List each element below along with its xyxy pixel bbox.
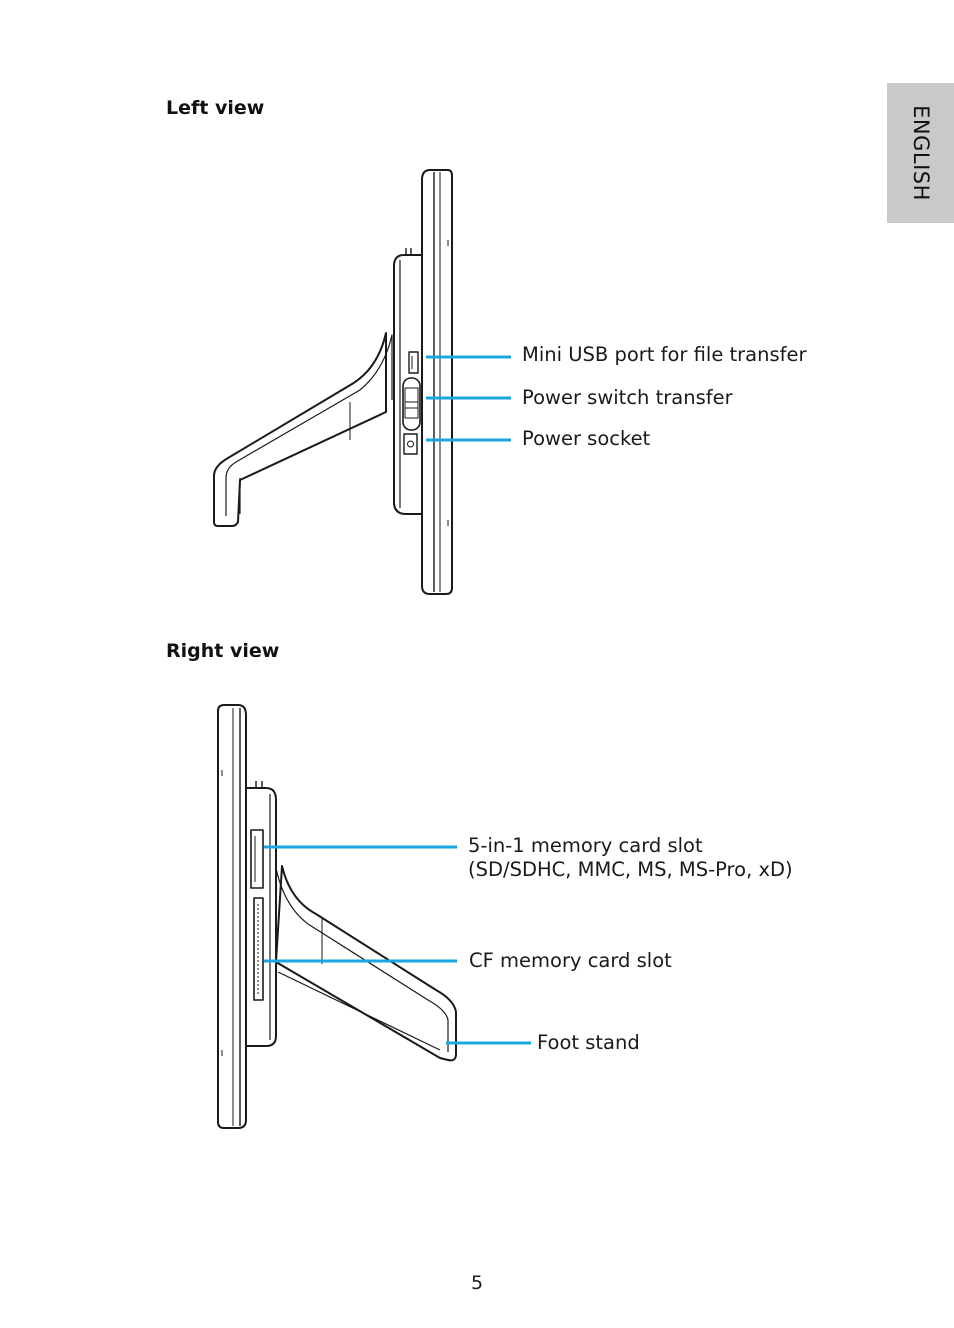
right-view-heading: Right view [166, 640, 280, 662]
power-socket-label: Power socket [522, 427, 651, 450]
card-slot-label-line2: (SD/SDHC, MMC, MS, MS-Pro, xD) [468, 858, 793, 881]
cf-slot-label: CF memory card slot [469, 949, 672, 972]
left-foot-stand [213, 332, 387, 527]
language-tab: ENGLISH [887, 83, 954, 223]
left-callout-lines [426, 355, 511, 442]
right-cf-slot [253, 897, 264, 1001]
left-power-switch [402, 377, 421, 431]
left-screen-frame [421, 169, 453, 595]
left-view-heading: Left view [166, 97, 265, 119]
usb-port-label: Mini USB port for file transfer [522, 343, 807, 366]
page-number: 5 [470, 1272, 484, 1294]
right-foot-stand [275, 865, 457, 1062]
left-usb-port [408, 351, 419, 374]
card-slot-label-line1: 5-in-1 memory card slot [468, 834, 703, 857]
right-back-housing [246, 787, 277, 1047]
right-5in1-slot [250, 829, 264, 889]
foot-stand-label: Foot stand [537, 1031, 640, 1054]
left-view-drawing [213, 169, 453, 595]
right-callout-lines [264, 845, 531, 1045]
right-view-drawing [217, 704, 457, 1129]
left-back-housing [393, 254, 422, 515]
left-power-socket [403, 433, 418, 455]
right-screen-frame [217, 704, 247, 1129]
power-switch-label: Power switch transfer [522, 386, 733, 409]
